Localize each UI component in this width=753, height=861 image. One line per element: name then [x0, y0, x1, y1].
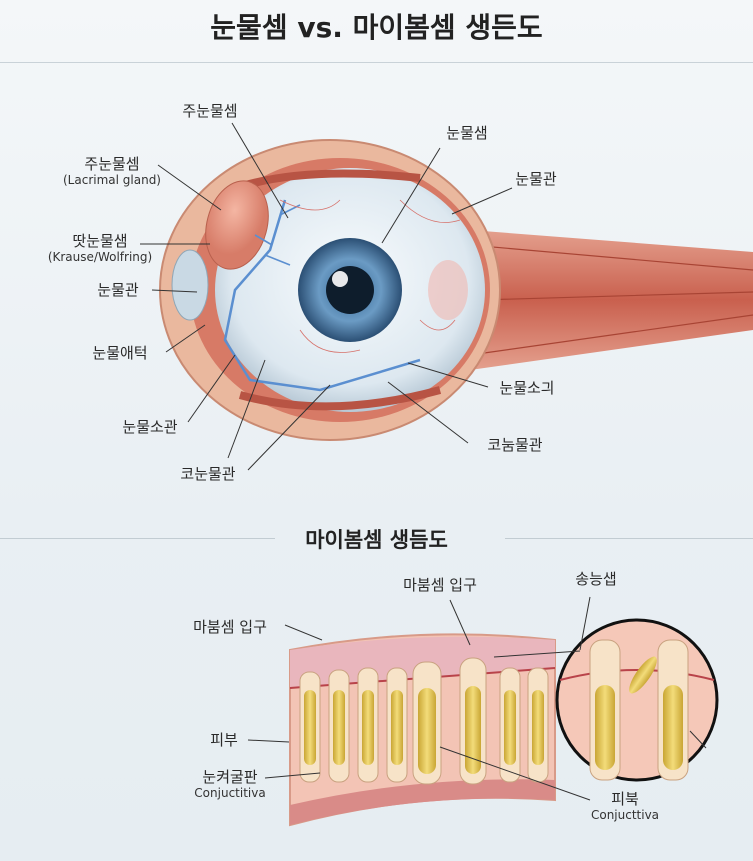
label-tarsal-plate-en: Conjuctitiva — [194, 786, 266, 800]
meibomian-title: 마이봄셈 생듬도 — [305, 528, 448, 552]
label-lacrimal-caruncle: 눈물애턱 — [92, 344, 148, 362]
eyelid-cross-section — [289, 633, 556, 827]
label-accessory-gland-ko: 땃눈물샘 — [72, 232, 128, 250]
label-accessory-gland-en: (Krause/Wolfring) — [47, 250, 153, 264]
meibomian-leader-lines — [247, 596, 707, 801]
label-nasolacrimal-right: 코눔물관 — [487, 436, 543, 454]
zoom-circle — [555, 618, 719, 782]
label-duct-right: 눈물관 — [515, 170, 557, 188]
label-skin: 피부 — [210, 731, 238, 749]
divider — [0, 62, 753, 63]
label-lacrimal-gland-ko: 주눈물셈 — [84, 155, 140, 173]
eye-leader-lines — [140, 122, 513, 471]
label-tear-punctum: 눈물소긔 — [499, 379, 555, 397]
label-tear-gland: 눈물샘 — [446, 124, 488, 142]
label-tarsal-plate-ko: 눈켜굴판 — [202, 768, 258, 786]
label-lacrimal-gland: 주눈물셈(Lacrimal gland) — [63, 155, 161, 187]
section-divider-right — [505, 538, 753, 539]
label-opening-top: 마붐셈 입구 — [403, 576, 477, 594]
label-canaliculus: 눈물소관 — [122, 418, 178, 436]
label-opening-left: 마붐셈 입구 — [193, 618, 267, 636]
label-duct-left: 눈물관 — [97, 281, 139, 299]
section-title: 마이봄셈 생듬도 — [0, 524, 753, 554]
label-gland-en: Conjucttiva — [590, 808, 660, 822]
section-divider-left — [0, 538, 275, 539]
label-lacrimal-gland-en: (Lacrimal gland) — [63, 173, 161, 187]
label-nasolacrimal-left: 코눈물관 — [180, 465, 236, 483]
label-gland-ko: 피북 — [611, 790, 639, 808]
label-zoom: 송능샙 — [575, 570, 617, 588]
page-title: 눈물셈 vs. 마이봄셈 생든도 — [210, 11, 543, 44]
eye-illustration — [159, 139, 753, 441]
label-accessory-gland: 땃눈물샘(Krause/Wolfring) — [48, 232, 152, 264]
label-top-gland: 주눈물셈 — [182, 102, 238, 120]
